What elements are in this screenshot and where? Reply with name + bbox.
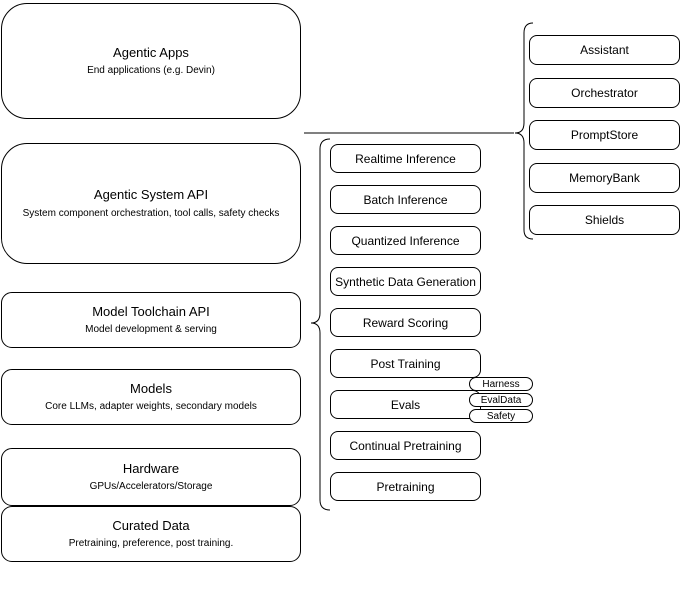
system-component-item: Assistant bbox=[529, 35, 680, 65]
system-components-column: Assistant Orchestrator PromptStore Memor… bbox=[529, 35, 680, 235]
evals-tag-pill: Harness bbox=[469, 377, 533, 391]
toolchain-item: Synthetic Data Generation bbox=[330, 267, 481, 296]
system-component-item: Orchestrator bbox=[529, 77, 680, 108]
toolchain-column: Realtime Inference Batch Inference Quant… bbox=[330, 144, 481, 501]
stack-box-title: Hardware bbox=[122, 460, 180, 476]
stack-box: Model Toolchain API Model development & … bbox=[1, 292, 301, 348]
stack-box-title: Model Toolchain API bbox=[92, 303, 210, 319]
system-component-item: PromptStore bbox=[529, 120, 680, 150]
toolchain-item: Post Training bbox=[330, 349, 481, 378]
stack-box-subtitle: End applications (e.g. Devin) bbox=[87, 65, 215, 77]
stack-box-subtitle: Pretraining, preference, post training. bbox=[68, 538, 234, 550]
evals-tag-pill: EvalData bbox=[469, 393, 533, 407]
stack-box: Agentic System API System component orch… bbox=[1, 143, 301, 264]
stack-box: Curated Data Pretraining, preference, po… bbox=[1, 506, 301, 562]
stack-box-title: Agentic Apps bbox=[113, 44, 189, 60]
evals-tags: Harness EvalData Safety bbox=[469, 377, 533, 423]
stack-box-subtitle: Core LLMs, adapter weights, secondary mo… bbox=[45, 401, 257, 413]
toolchain-item: Reward Scoring bbox=[330, 308, 481, 337]
stack-box-subtitle: System component orchestration, tool cal… bbox=[22, 207, 280, 219]
system-component-item: MemoryBank bbox=[529, 162, 680, 193]
toolchain-item: Evals bbox=[330, 390, 481, 419]
toolchain-item: Realtime Inference bbox=[330, 144, 481, 173]
stack-box-subtitle: Model development & serving bbox=[85, 324, 217, 336]
system-component-item: Shields bbox=[529, 205, 680, 235]
toolchain-brace bbox=[310, 138, 331, 511]
stack-box-subtitle: GPUs/Accelerators/Storage bbox=[89, 481, 213, 493]
stack-box: Agentic Apps End applications (e.g. Devi… bbox=[1, 3, 301, 119]
toolchain-item: Pretraining bbox=[330, 472, 481, 501]
system-brace bbox=[514, 22, 534, 240]
toolchain-item: Quantized Inference bbox=[330, 226, 481, 255]
evals-tag-pill: Safety bbox=[469, 409, 533, 423]
toolchain-item: Continual Pretraining bbox=[330, 431, 481, 460]
stack-box-title: Models bbox=[130, 380, 172, 396]
stack-box-title: Agentic System API bbox=[93, 187, 209, 203]
stack-box: Hardware GPUs/Accelerators/Storage bbox=[1, 448, 301, 506]
stack-box: Models Core LLMs, adapter weights, secon… bbox=[1, 369, 301, 425]
stack-column: Agentic Apps End applications (e.g. Devi… bbox=[1, 3, 301, 562]
toolchain-item: Batch Inference bbox=[330, 185, 481, 214]
stack-box-title: Curated Data bbox=[112, 517, 190, 533]
